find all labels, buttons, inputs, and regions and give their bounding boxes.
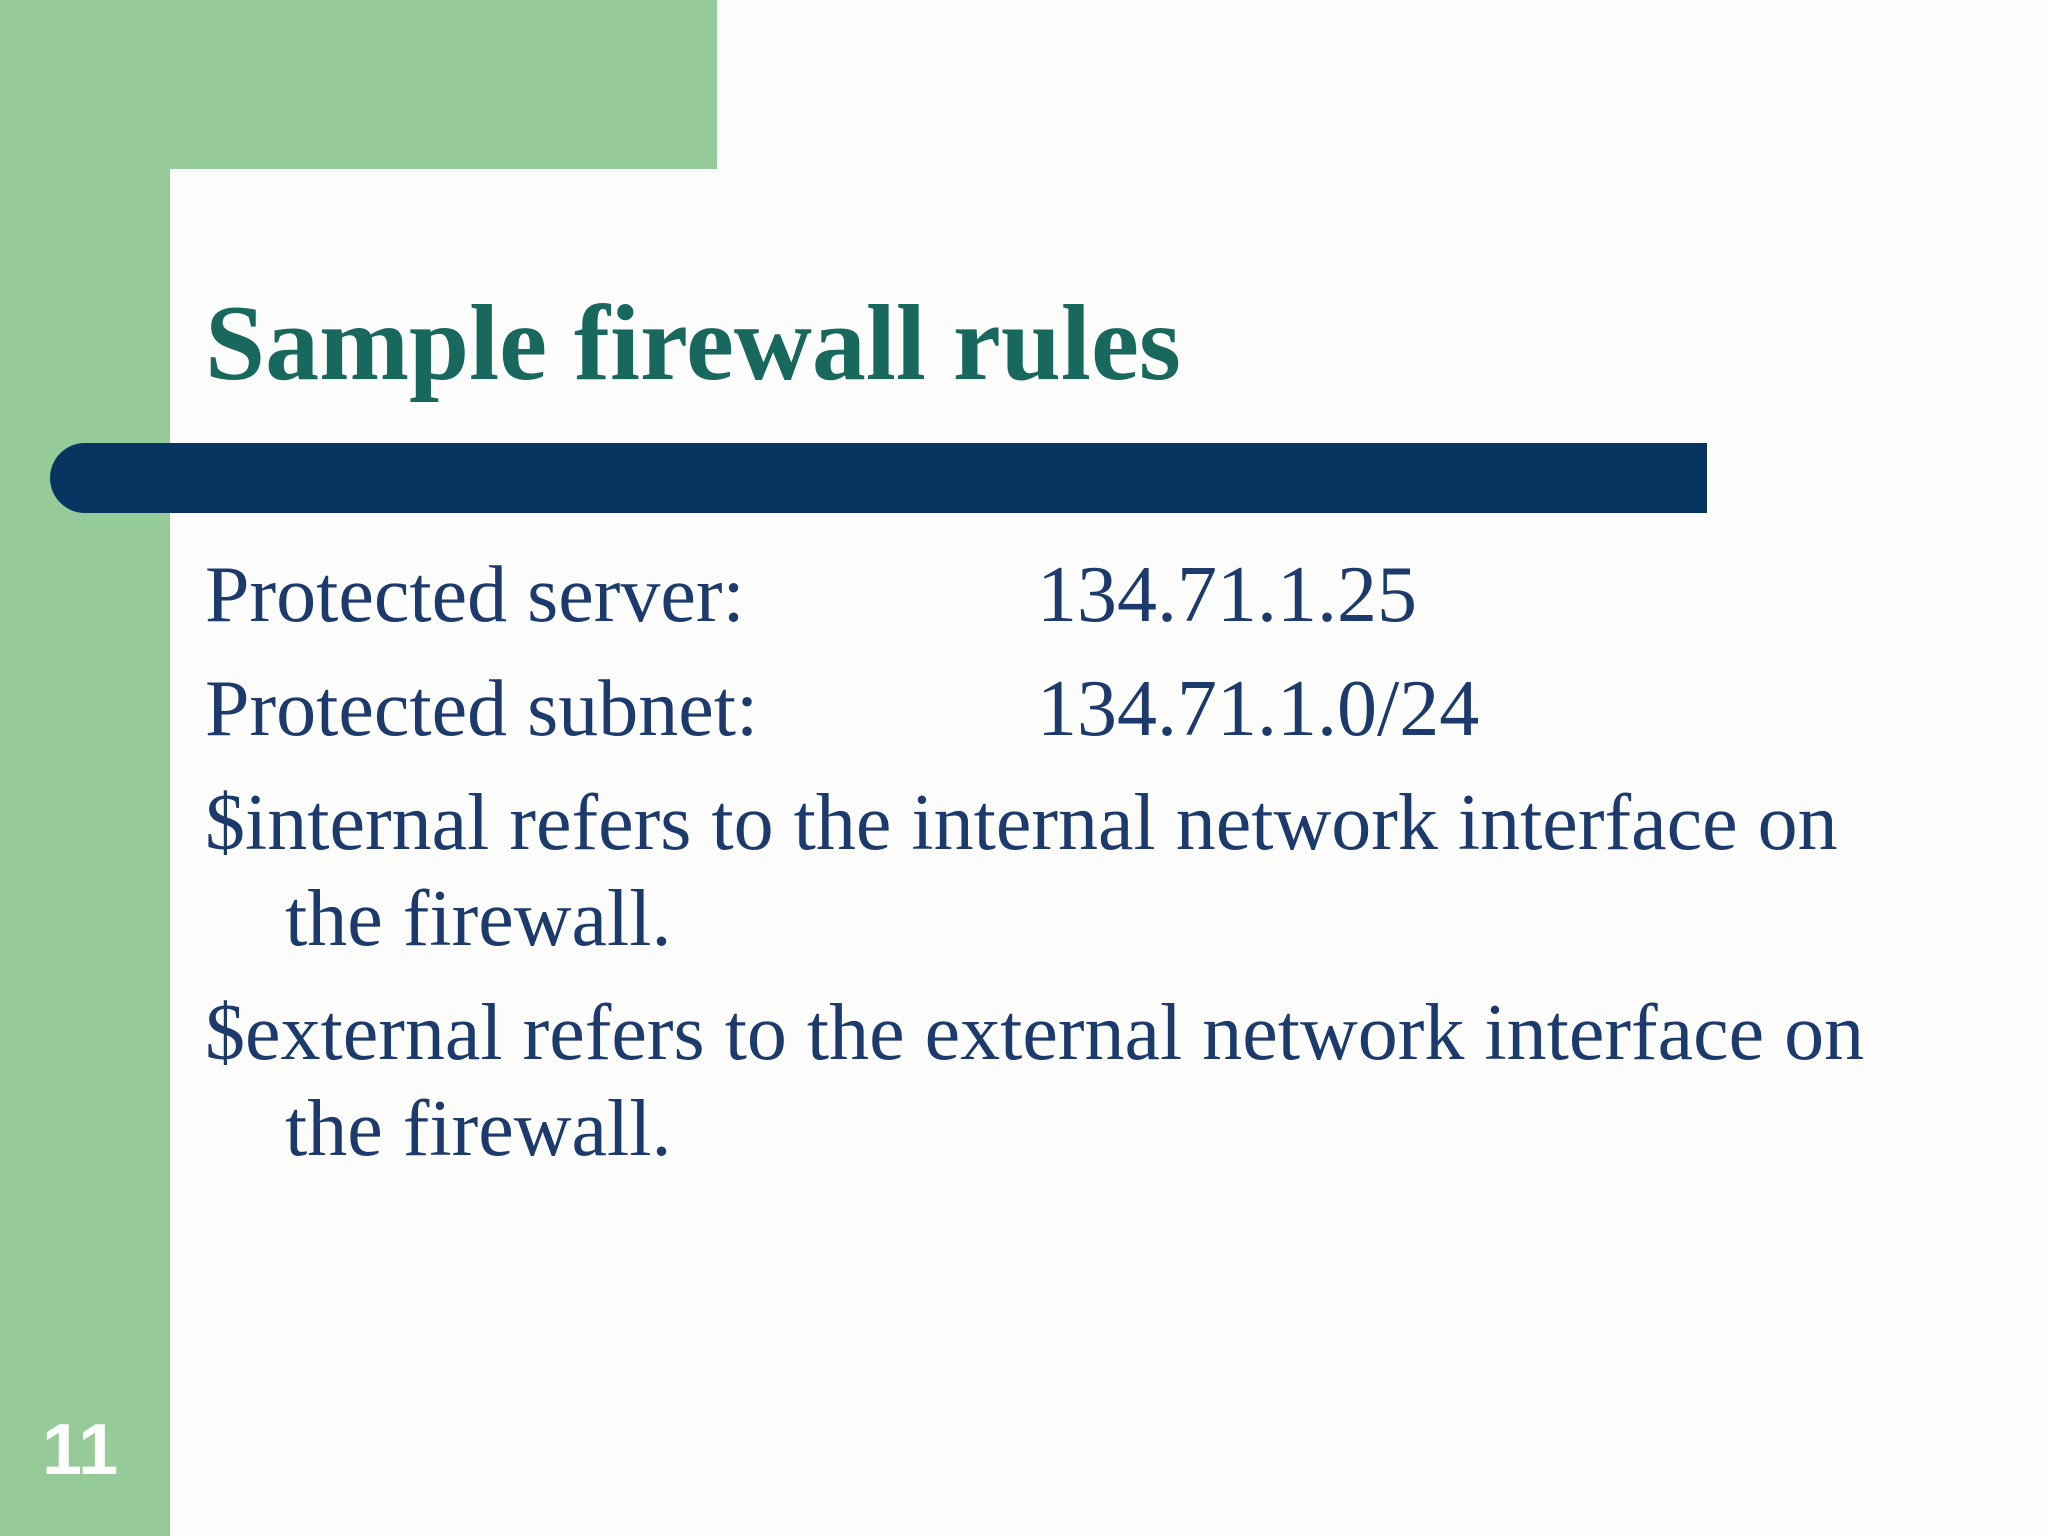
page-number: 11 [42, 1410, 119, 1490]
slide-title: Sample firewall rules [205, 284, 1181, 403]
protected-server-row: Protected server: 134.71.1.25 [205, 547, 2048, 643]
protected-server-value: 134.71.1.25 [1037, 551, 1417, 639]
protected-server-label: Protected server: [205, 551, 745, 639]
internal-interface-paragraph: $internal refers to the internal network… [205, 775, 2048, 967]
external-interface-paragraph: $external refers to the external network… [205, 985, 2048, 1177]
green-left-strip [0, 0, 170, 1536]
body-text: Protected server: 134.71.1.25 Protected … [205, 547, 2048, 1177]
external-interface-line2: the firewall. [285, 1085, 672, 1173]
title-divider-bar [50, 443, 1707, 513]
protected-subnet-label: Protected subnet: [205, 665, 759, 753]
internal-interface-line2: the firewall. [285, 875, 672, 963]
external-interface-line1: $external refers to the external network… [205, 989, 1865, 1077]
internal-interface-line1: $internal refers to the internal network… [205, 779, 1838, 867]
protected-subnet-row: Protected subnet: 134.71.1.0/24 [205, 661, 2048, 757]
protected-subnet-value: 134.71.1.0/24 [1037, 665, 1480, 753]
content-panel [170, 169, 2048, 1536]
